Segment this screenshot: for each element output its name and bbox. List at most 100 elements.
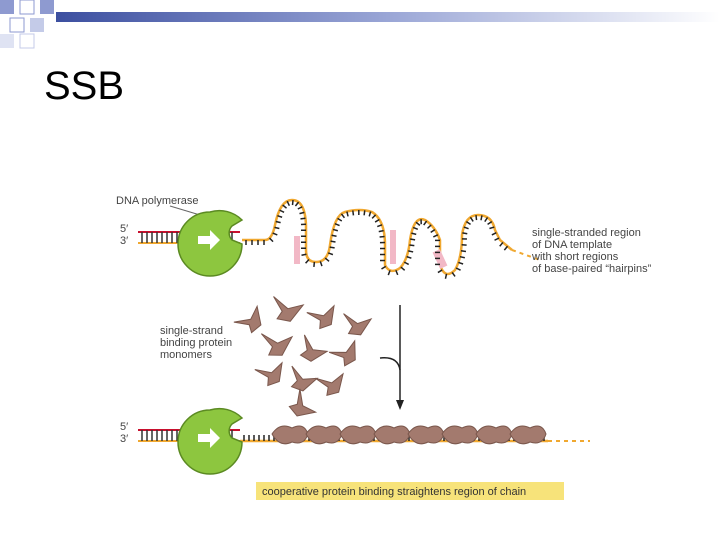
base-tick [378,229,384,233]
base-tick [408,250,414,253]
base-tick [475,215,478,221]
slide-decoration [0,0,720,49]
base-tick [400,266,406,271]
bound-ssb-chain [271,425,547,445]
base-tick [279,209,285,213]
hairpin-stem [294,236,300,264]
decor-gradient-bar [56,12,720,22]
base-tick [282,204,288,209]
base-tick [465,220,471,225]
base-tick [455,267,461,271]
base-tick [300,217,306,220]
base-tick [305,259,310,264]
bound-ssb-protein [407,425,445,445]
decor-square [0,0,14,14]
ssb-monomer [254,361,283,387]
bound-ssb-protein [271,425,309,445]
hairpin-stem [390,230,396,264]
ss-region-label-line-4: of base-paired “hairpins” [532,263,652,275]
ssb-monomer [273,296,305,322]
base-tick [499,241,504,247]
ssb-monomer [290,365,319,392]
base-tick [297,206,303,210]
base-tick [337,217,343,222]
ssb-monomer [288,388,318,417]
bound-ssb-protein [339,425,377,445]
base-tick [381,265,387,270]
base-tick [430,228,436,233]
base-tick [274,226,280,230]
base-tick [301,253,307,257]
ssb-monomer-cluster [233,296,373,417]
base-tick [489,226,495,230]
base-tick [406,255,412,259]
base-tick [491,231,497,236]
dna-polymerase-bottom [177,407,244,475]
base-tick [411,232,417,236]
five-prime-top-label: 5′ [120,223,128,235]
direction-arrow-icon [198,230,220,250]
base-tick [319,261,323,267]
base-tick [331,234,337,238]
base-tick [469,216,474,222]
base-tick [374,218,380,223]
base-tick [286,200,291,206]
base-tick [503,245,509,251]
ss-region-label-line-2: of DNA template [532,239,612,251]
base-tick [352,210,355,216]
ssb-monomer [233,304,262,334]
base-tick [334,223,340,227]
base-tick [268,237,274,243]
base-tick [437,269,443,274]
caption-text: cooperative protein binding straightens … [262,486,526,498]
direction-arrow-icon [198,428,220,448]
base-tick [484,217,489,223]
base-tick [463,226,469,230]
base-tick [415,221,421,226]
ss-region-label-line-1: single-stranded region [532,227,641,239]
bound-ssb-protein [441,425,479,445]
base-tick [412,226,419,230]
decor-square [9,17,25,33]
ssb-monomer [343,313,373,336]
bound-ssb-protein [305,425,343,445]
dna-polymerase-top [177,209,244,277]
ssb-monomer [306,304,335,330]
base-tick [387,270,391,276]
process-arrow [379,305,404,410]
base-tick [275,220,281,224]
slide-title: SSB [44,64,125,108]
ssb-monomer [315,372,344,396]
base-tick [423,220,428,226]
base-tick [426,224,432,229]
base-tick [410,238,416,241]
base-tick [379,235,385,238]
base-tick [371,214,377,219]
ssb-monomer [299,334,329,362]
base-tick [368,211,372,217]
base-tick [460,250,467,253]
base-tick [403,261,410,266]
base-tick [458,261,464,265]
base-tick [330,240,336,243]
base-tick [340,213,346,219]
ssb-monomer [260,333,294,356]
base-tick [459,255,465,259]
base-tick [327,252,334,256]
ss-region-label-line-3: with short regions [531,251,619,263]
five-prime-bottom-label: 5′ [120,421,128,433]
ssb-label-line-1: single-strand [160,325,223,337]
bound-ssb-protein [475,425,513,445]
base-tick [487,221,493,225]
base-tick [494,237,500,241]
base-tick [363,210,366,216]
base-tick [294,201,300,207]
bound-ssb-protein [373,425,411,445]
base-tick [277,214,283,218]
decor-square [19,0,35,15]
single-stranded-template [242,198,541,279]
base-tick [299,211,305,215]
ssb-monomer [328,339,356,367]
base-tick [332,228,339,232]
